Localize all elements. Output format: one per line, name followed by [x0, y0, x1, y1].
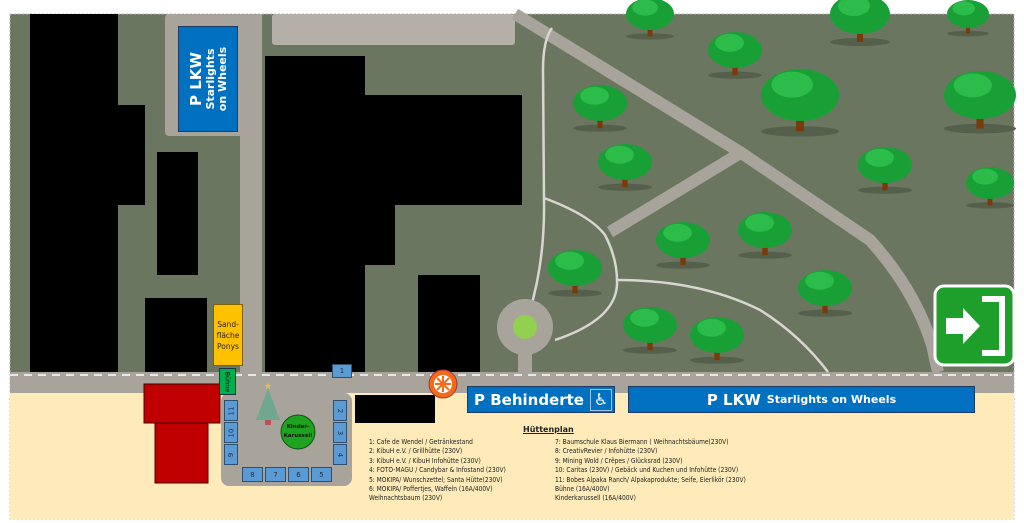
tree-icon	[798, 270, 852, 317]
sign-p-lkw-bottom: P LKW Starlights on Wheels	[628, 386, 975, 413]
buehne-label: Bühne	[223, 371, 232, 392]
organizer-logo	[428, 369, 458, 399]
area-label: Sand-	[217, 320, 239, 329]
tree-icon	[947, 0, 989, 37]
legend-item: 2: KibuH e.V. / Grillhütte (230V)	[369, 447, 463, 456]
sign-title: P Behinderte	[474, 390, 584, 409]
karussell-circle	[280, 414, 316, 450]
legend-item: 6: MOKIPA/ Poffertjes, Waffeln (16A/400V…	[369, 485, 493, 494]
legend-item: 7: Baumschule Klaus Biermann ( Weihnacht…	[555, 438, 729, 446]
booth-3: 3	[333, 422, 347, 443]
booth-11: 11	[224, 400, 238, 421]
area-label: Ponys	[217, 342, 239, 351]
tree-icon	[761, 69, 839, 137]
karussell-label: Kinder- Karussell	[281, 423, 315, 441]
christmas-tree-icon: ★	[256, 382, 280, 425]
sign-p-lkw-top: P LKW Starlights on Wheels	[178, 26, 238, 132]
buildings	[30, 14, 522, 423]
wheelchair-icon: ♿	[589, 388, 612, 411]
legend-title: Hüttenplan	[523, 425, 574, 434]
legend-item: 1: Cafe de Wendel / Getränkestand	[369, 438, 473, 446]
booth-8: 8	[242, 467, 263, 482]
sign-subtitle: Starlights on Wheels	[766, 393, 897, 406]
tree-icon	[738, 212, 792, 259]
legend-item: 11: Bobes Alpaka Ranch/ Alpakaprodukte; …	[555, 475, 746, 484]
tree-icon	[573, 85, 627, 132]
legend-left: 1: Cafe de Wendel / Getränkestand 2: Kib…	[369, 438, 506, 504]
sign-title: P LKW	[706, 390, 761, 409]
tree-icon	[944, 71, 1016, 134]
area-label: fläche	[216, 331, 240, 340]
booth-6: 6	[288, 467, 309, 482]
karussell-label-line: Karussell	[283, 433, 313, 439]
booth-2: 2	[333, 400, 347, 421]
red-building	[143, 383, 221, 424]
sign-subtitle: Starlights on Wheels	[204, 46, 229, 112]
buehne: Bühne	[219, 368, 236, 395]
legend-item: 4: FOTO-MAGU / Candybar & Infostand (230…	[369, 466, 506, 475]
tree-icon	[690, 317, 744, 364]
legend-item: 10: Caritas (230V) / Gebäck und Kuchen u…	[555, 466, 739, 475]
exit-door-icon	[933, 284, 1016, 367]
legend-item: Kinderkarussell (16A/400V)	[555, 494, 636, 503]
sign-title: P LKW	[187, 52, 205, 106]
tree-icon	[548, 250, 602, 297]
legend-right: 7: Baumschule Klaus Biermann ( Weihnacht…	[555, 438, 746, 504]
legend-item: 5: MOKIPA/ Wunschzettel; Santa Hütte(230…	[369, 475, 503, 484]
booth-7: 7	[265, 467, 286, 482]
booth-5: 5	[311, 467, 332, 482]
legend-item: 9: Mining Wold / Crêpes / Glücksrad (230…	[555, 456, 683, 465]
tree-icon	[830, 0, 890, 46]
tree-icon	[858, 147, 912, 194]
red-building	[154, 422, 209, 484]
tree-icon	[966, 167, 1014, 209]
tree-icon	[623, 307, 677, 354]
legend-item: Bühne (16A/400V)	[555, 485, 610, 494]
svg-text:★: ★	[264, 382, 272, 392]
booth-1: 1	[332, 364, 352, 378]
booth-4: 4	[333, 444, 347, 465]
legend-item: 3: KibuH e.V. / KibuH Infohütte (230V)	[369, 456, 481, 465]
sign-p-behinderte: P Behinderte ♿	[467, 386, 615, 413]
tree-icon	[656, 222, 710, 269]
booth-10: 10	[224, 422, 238, 443]
tree-icon	[626, 0, 674, 40]
tree-icon	[598, 144, 652, 191]
booth-9: 9	[224, 444, 238, 465]
tree-icon	[708, 32, 762, 79]
sandflaeche-ponys: Sand- fläche Ponys	[213, 304, 243, 366]
legend-item: Weihnachtsbaum (230V)	[369, 494, 443, 503]
legend-item: 8: CreativRevier / Infohütte (230V)	[555, 447, 658, 456]
karussell-label-line: Kinder-	[286, 424, 310, 430]
